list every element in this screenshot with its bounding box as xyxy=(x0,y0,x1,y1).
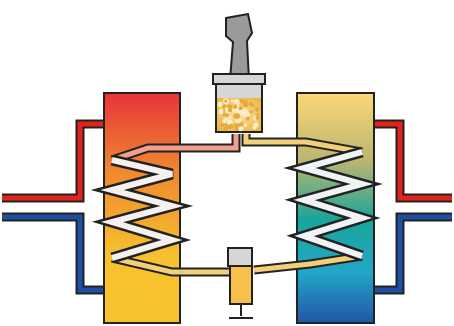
pellet xyxy=(218,108,224,113)
right-external-lines xyxy=(374,119,452,295)
pellet xyxy=(242,108,248,115)
pellet xyxy=(233,99,240,106)
pellet xyxy=(221,118,227,124)
left-cold-return-line-core xyxy=(2,214,104,293)
expansion-valve-body xyxy=(229,265,253,305)
pellet xyxy=(228,115,232,119)
line-compressor-to-left-coil-core xyxy=(111,134,239,163)
pellet xyxy=(234,113,241,119)
pellet xyxy=(255,115,260,120)
right-hot-line xyxy=(374,119,452,203)
pellet xyxy=(242,101,248,108)
right-evaporator-coil xyxy=(292,149,374,259)
pellet xyxy=(255,107,260,112)
right-hot-line-core xyxy=(374,121,452,201)
pellet xyxy=(228,108,232,113)
pellet xyxy=(238,106,243,111)
pellet xyxy=(220,124,224,128)
right-cold-line-core xyxy=(374,214,452,293)
line-valve-to-right-coil-core xyxy=(253,253,363,273)
pellet xyxy=(231,108,235,112)
pellet xyxy=(233,104,238,109)
pellet xyxy=(226,119,233,126)
left-hot-supply-line xyxy=(2,119,104,203)
refrigerant-circuit xyxy=(90,134,383,277)
pellet xyxy=(223,126,228,131)
compressor-piston-rod xyxy=(225,12,254,81)
left-cold-return-line xyxy=(2,212,104,295)
pellet xyxy=(238,126,244,132)
pellet xyxy=(217,101,223,108)
line-right-coil-to-compressor-core xyxy=(243,134,363,155)
line-left-coil-to-valve-core xyxy=(111,255,232,275)
pellet xyxy=(236,117,242,124)
compressor-pellets xyxy=(217,98,261,132)
pellet xyxy=(228,123,234,129)
left-condenser-coil xyxy=(100,157,184,261)
compressor-piston-head xyxy=(212,73,266,85)
pellet xyxy=(224,99,228,103)
pellet xyxy=(252,125,257,130)
pellet xyxy=(249,110,253,114)
pellet xyxy=(222,104,227,109)
compressor xyxy=(212,12,266,133)
pellet xyxy=(225,107,228,111)
pellet xyxy=(230,99,234,103)
pellet xyxy=(246,112,251,117)
expansion-valve-cap xyxy=(227,247,253,267)
pellet xyxy=(225,113,229,118)
right-cold-line xyxy=(374,212,452,295)
pellet xyxy=(226,104,233,110)
pellet xyxy=(243,123,248,127)
left-external-lines xyxy=(2,119,104,295)
expansion-valve xyxy=(227,247,253,319)
pellet xyxy=(250,103,255,108)
left-hot-supply-line-core xyxy=(2,121,104,201)
pellet xyxy=(245,116,250,121)
